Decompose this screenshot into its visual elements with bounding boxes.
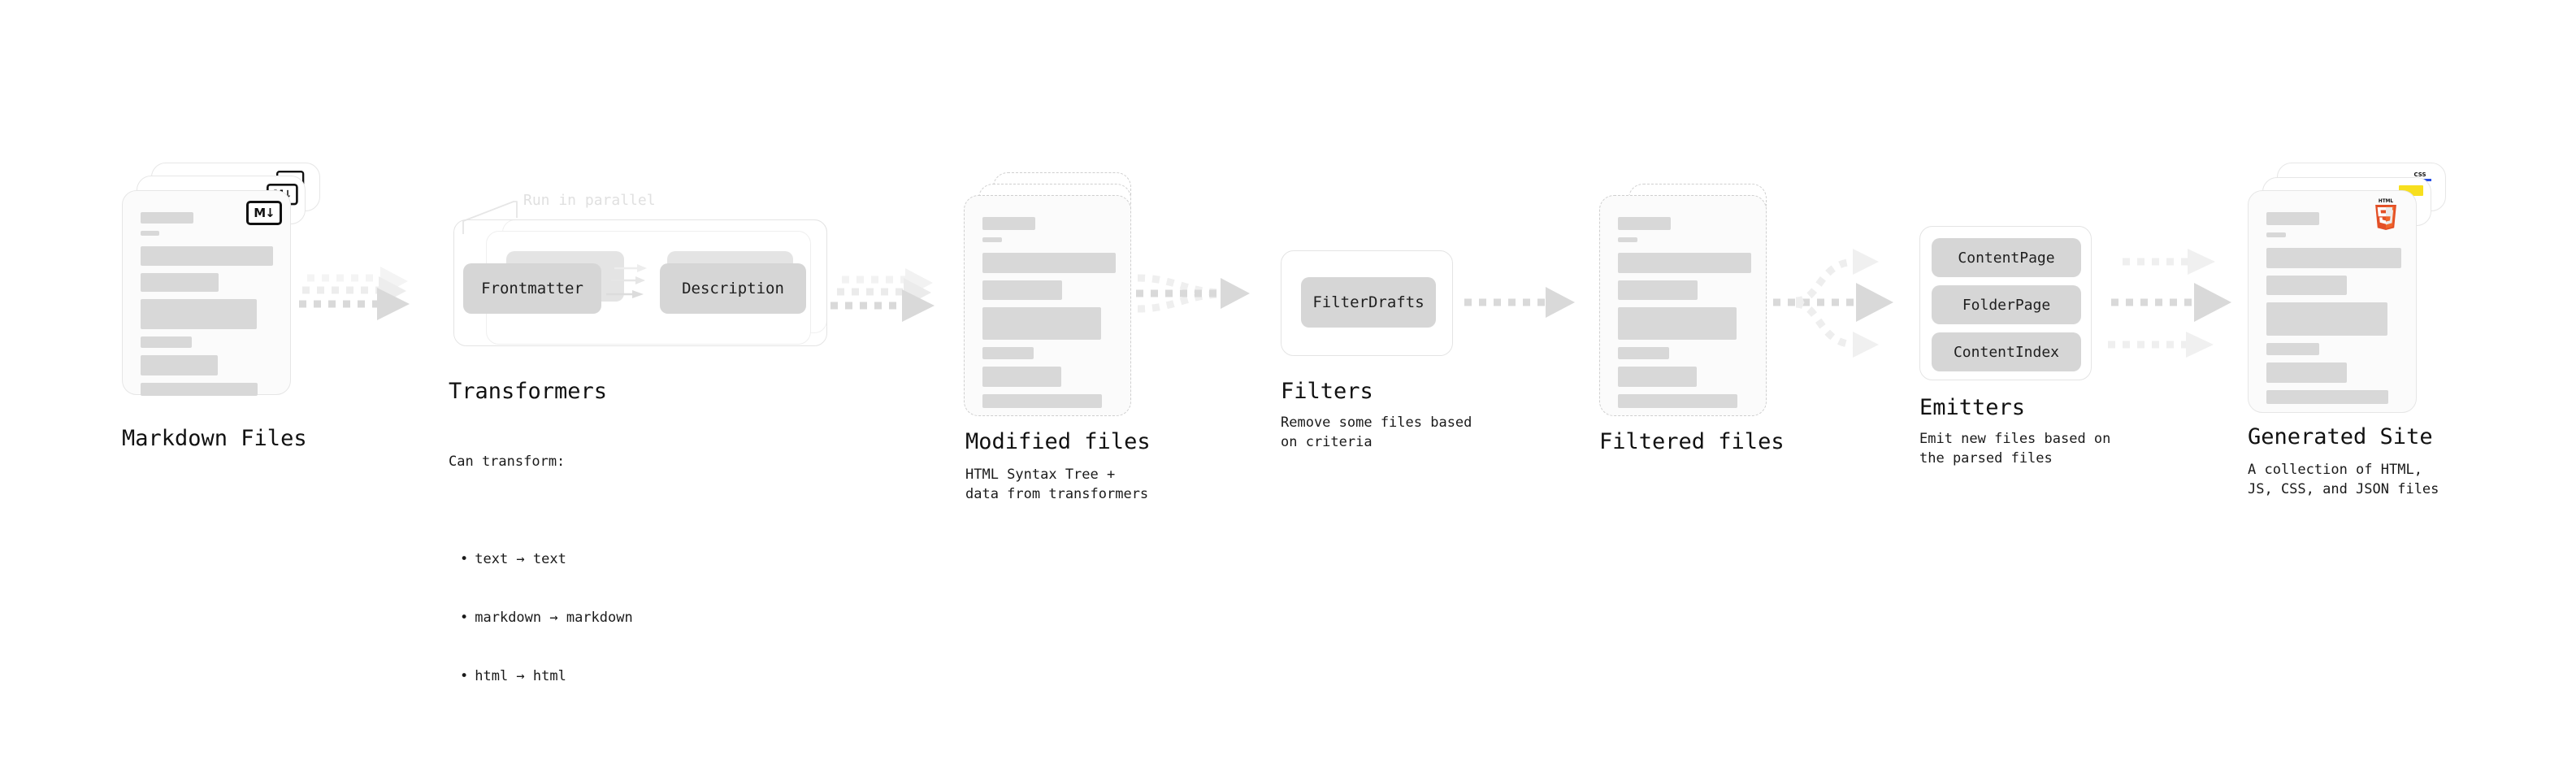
filtered-card-front	[1599, 195, 1767, 416]
content-bar	[982, 253, 1116, 273]
content-bar	[141, 355, 218, 375]
emitter-chip-folderpage[interactable]: FolderPage	[1932, 285, 2081, 324]
emitter-chip-contentpage[interactable]: ContentPage	[1932, 238, 2081, 277]
content-bar	[141, 212, 193, 224]
content-bar	[982, 367, 1061, 387]
connector-modified-to-filters	[1136, 274, 1250, 313]
pipeline-diagram: M↓ M↓ M↓ Markdown Files	[0, 0, 2576, 681]
emitter-chip-folderpage-label: FolderPage	[1962, 296, 2051, 314]
content-bar	[982, 280, 1062, 300]
stage-title-filters: Filters	[1281, 379, 1373, 404]
content-bar	[2266, 302, 2387, 336]
transformer-chip-frontmatter-label: Frontmatter	[481, 280, 583, 297]
stage-subtitle-generated-site: A collection of HTML, JS, CSS, and JSON …	[2248, 462, 2439, 497]
content-bar	[2266, 362, 2347, 383]
content-bar	[2266, 212, 2319, 225]
content-bar	[141, 383, 258, 396]
emitter-chip-contentindex-label: ContentIndex	[1953, 343, 2060, 361]
filter-chip-filterdrafts[interactable]: FilterDrafts	[1301, 277, 1436, 328]
markdown-card-content	[123, 191, 290, 396]
stage-title-markdown-files: Markdown Files	[122, 426, 307, 451]
stage-subtitle-transformers: Can transform: text → text markdown → ma…	[449, 413, 633, 764]
content-bar	[141, 231, 159, 236]
transformer-layer-front	[453, 219, 827, 346]
generated-card-front: HTML	[2248, 190, 2417, 413]
stage-subtitle-filters: Remove some files based on criteria	[1281, 415, 1472, 450]
stage-title-transformers: Transformers	[449, 379, 608, 404]
content-bar	[141, 299, 257, 329]
modified-card-content	[965, 196, 1130, 415]
content-bar	[1618, 307, 1737, 340]
transformer-inner-arrows	[606, 264, 647, 298]
connector-md-to-transformers	[299, 267, 410, 320]
stage-title-modified-files: Modified files	[965, 429, 1151, 454]
parallel-note: Run in parallel	[523, 192, 656, 209]
markdown-icon: M↓	[246, 201, 282, 225]
modified-card-front	[964, 195, 1131, 416]
content-bar	[1618, 347, 1669, 359]
content-bar	[982, 217, 1035, 230]
content-bar	[982, 394, 1102, 408]
filter-chip-filterdrafts-label: FilterDrafts	[1312, 293, 1425, 311]
content-bar	[982, 307, 1101, 340]
transformers-bullet: markdown → markdown	[460, 608, 632, 627]
stage-title-generated-site: Generated Site	[2248, 424, 2433, 449]
transformers-bullet: text → text	[460, 549, 633, 569]
stage-title-emitters: Emitters	[1919, 395, 2026, 420]
content-bar	[982, 237, 1002, 242]
html5-icon: HTML	[2375, 199, 2396, 230]
content-bar	[2266, 390, 2388, 404]
transformers-bullet-list: text → text markdown → markdown html → h…	[449, 510, 633, 725]
content-bar	[982, 347, 1034, 359]
connector-emitters-to-site	[2108, 249, 2231, 358]
generated-card-content	[2249, 191, 2416, 412]
stage-title-filtered-files: Filtered files	[1599, 429, 1785, 454]
content-bar	[2266, 232, 2286, 237]
transformer-chip-description-label: Description	[682, 280, 784, 297]
content-bar	[141, 336, 192, 348]
filtered-card-content	[1600, 196, 1766, 415]
stage-subtitle-modified-files: HTML Syntax Tree + data from transformer…	[965, 467, 1149, 502]
stage-subtitle-emitters: Emit new files based on the parsed files	[1919, 431, 2111, 467]
content-bar	[1618, 280, 1698, 300]
content-bar	[1618, 367, 1697, 387]
filters-group: FilterDrafts	[1281, 250, 1453, 356]
content-bar	[141, 273, 219, 292]
connector-filters-to-filtered	[1464, 287, 1575, 318]
content-bar	[1618, 237, 1637, 242]
emitter-chip-contentpage-label: ContentPage	[1958, 249, 2055, 267]
emitters-group: ContentPage FolderPage ContentIndex	[1919, 226, 2092, 380]
content-bar	[2266, 248, 2401, 268]
transformers-bullet: html → html	[460, 666, 633, 686]
emitter-chip-contentindex[interactable]: ContentIndex	[1932, 332, 2081, 371]
transformers-subtitle-line: Can transform:	[449, 454, 566, 470]
markdown-card-front: M↓	[122, 190, 291, 396]
connector-filtered-to-emitters	[1773, 249, 1893, 358]
content-bar	[141, 246, 273, 266]
connector-transformers-to-modified	[830, 268, 935, 322]
content-bar	[1618, 217, 1671, 230]
content-bar	[2266, 343, 2319, 355]
transformer-chip-frontmatter[interactable]: Frontmatter	[463, 263, 601, 314]
content-bar	[1618, 253, 1751, 273]
content-bar	[1618, 394, 1737, 408]
svg-text:HTML: HTML	[2379, 199, 2394, 204]
transformer-chip-description[interactable]: Description	[660, 263, 806, 314]
transformers-group: Run in parallel Frontmatter Description	[439, 189, 829, 359]
content-bar	[2266, 276, 2347, 295]
